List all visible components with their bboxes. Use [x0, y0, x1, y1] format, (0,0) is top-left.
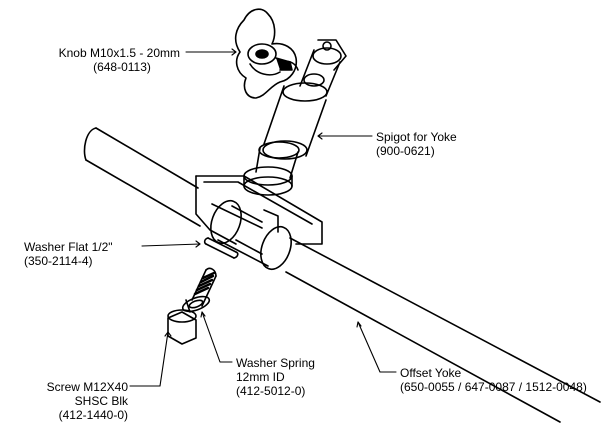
label-screw: Screw M12X40 SHSC Blk (412-1440-0): [20, 380, 128, 422]
spigot: [243, 39, 347, 196]
label-washer-spring-part: (412-5012-0): [236, 384, 306, 398]
label-washer-flat-part: (350-2114-4): [24, 254, 93, 268]
label-screw-type: SHSC Blk: [74, 394, 128, 408]
label-washer-spring-name: Washer Spring: [236, 356, 315, 370]
clamp-bracket: [195, 175, 323, 271]
label-screw-part: (412-1440-0): [58, 408, 128, 422]
label-screw-name: Screw M12X40: [46, 380, 128, 394]
label-knob-part: (648-0113): [93, 60, 151, 74]
label-offset-yoke-name: Offset Yoke: [400, 366, 462, 380]
label-spigot-part: (900-0621): [376, 144, 435, 158]
label-offset-yoke-part: (650-0055 / 647-0087 / 1512-0048): [400, 380, 587, 394]
label-offset-yoke: Offset Yoke (650-0055 / 647-0087 / 1512-…: [400, 366, 587, 394]
label-knob: Knob M10x1.5 - 20mm (648-0113): [40, 46, 180, 74]
offset-yoke-tube: [83, 127, 601, 423]
knob: [234, 8, 299, 99]
screw: [167, 267, 217, 345]
flat-washer: [203, 237, 239, 259]
label-spigot: Spigot for Yoke (900-0621): [376, 130, 457, 158]
spring-washer: [181, 295, 211, 313]
label-washer-flat-name: Washer Flat 1/2": [24, 240, 113, 254]
label-knob-name: Knob M10x1.5 - 20mm: [58, 46, 180, 60]
leader-lines: [129, 48, 397, 387]
label-washer-spring-size: 12mm ID: [236, 370, 285, 384]
label-washer-spring: Washer Spring 12mm ID (412-5012-0): [236, 356, 315, 398]
label-washer-flat: Washer Flat 1/2" (350-2114-4): [24, 240, 113, 268]
label-spigot-name: Spigot for Yoke: [376, 130, 457, 144]
